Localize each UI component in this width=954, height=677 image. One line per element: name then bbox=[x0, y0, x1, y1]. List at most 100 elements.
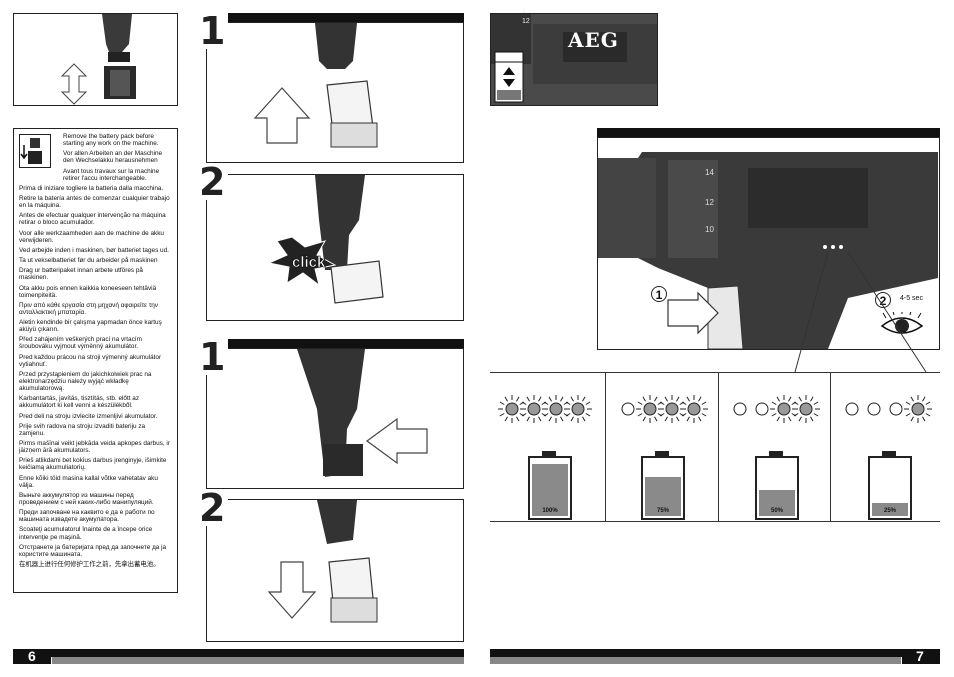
page-number-right: 7 bbox=[916, 648, 924, 664]
step-panel-1a bbox=[206, 22, 464, 163]
warning-text: Před zahájením veškerých prací na vrtací… bbox=[19, 336, 142, 351]
step-panel-2b bbox=[206, 499, 464, 642]
led-off bbox=[845, 402, 859, 416]
led-lit bbox=[527, 402, 541, 416]
led-ray bbox=[659, 413, 665, 417]
drill-header-bar bbox=[597, 128, 940, 137]
warning-list: Prima di iniziare togliere la batteria d… bbox=[19, 185, 172, 568]
led-ray bbox=[560, 396, 564, 402]
led-ray bbox=[560, 416, 564, 422]
charge-level-panel bbox=[490, 372, 940, 522]
warning-text: Pred deli na stroju izvlecite izmenljivi… bbox=[19, 412, 158, 420]
led-lit bbox=[911, 402, 925, 416]
led-ray bbox=[910, 416, 914, 422]
led-ray bbox=[793, 413, 799, 417]
led-ray bbox=[681, 413, 687, 417]
led-ray bbox=[810, 396, 814, 402]
warning-text: Pred každou prácou na stroji výmenný aku… bbox=[19, 353, 162, 368]
warning-text: Karbantartás, javítás, tisztítás, stb. e… bbox=[19, 395, 140, 410]
led-ray bbox=[570, 416, 574, 422]
battery-fill bbox=[759, 490, 795, 516]
footer-bar-left bbox=[13, 649, 464, 657]
pull-battery-illustration bbox=[267, 500, 378, 623]
warning-text: Drag ur batteripaket innan arbete utföre… bbox=[19, 267, 143, 282]
led-ray bbox=[922, 416, 926, 422]
warning-text: Преди започване на каквито е да е работи… bbox=[19, 509, 155, 524]
warning-text: Отстранете ја батеријата пред да започне… bbox=[19, 543, 167, 558]
warning-text: Ta ut vekselbatteriet før du arbeider på… bbox=[19, 257, 158, 265]
battery-fill bbox=[872, 503, 908, 516]
warning-text: Aletin kendinde bir çalışma yapmadan önc… bbox=[19, 319, 162, 334]
led-ray bbox=[664, 416, 668, 422]
led-lit bbox=[777, 402, 791, 416]
battery-level-label: 100% bbox=[542, 508, 558, 514]
led-ray bbox=[543, 413, 549, 417]
divider bbox=[605, 372, 606, 522]
warning-text: Antes de efectuar qualquer intervenção n… bbox=[19, 212, 166, 227]
led-lit bbox=[549, 402, 563, 416]
footer-gray-right bbox=[490, 657, 901, 664]
led-lit bbox=[643, 402, 657, 416]
led-ray bbox=[925, 401, 931, 405]
led-ray bbox=[905, 401, 911, 405]
step-number-2a: 2 bbox=[196, 163, 229, 201]
led-ray bbox=[810, 416, 814, 422]
warning-text: Retire la batería antes de comenzar cual… bbox=[19, 195, 170, 210]
led-lit bbox=[799, 402, 813, 416]
aeg-logo: AEG bbox=[568, 28, 619, 52]
battery-level-label: 75% bbox=[656, 508, 669, 514]
led-ray bbox=[582, 396, 586, 402]
step-number-1b: 1 bbox=[196, 338, 229, 376]
led-ray bbox=[686, 416, 690, 422]
remove-battery-illustration bbox=[253, 23, 378, 148]
led-ray bbox=[504, 396, 508, 402]
led-ray bbox=[798, 396, 802, 402]
warning-text: Prima di iniziare togliere la batteria d… bbox=[19, 184, 164, 192]
led-ray bbox=[771, 401, 777, 405]
dial-number: 1 bbox=[522, 8, 526, 15]
led-ray bbox=[543, 401, 549, 405]
led-ray bbox=[788, 416, 792, 422]
led-ray bbox=[585, 413, 591, 417]
warning-text-en: Remove the battery pack before starting … bbox=[63, 133, 159, 148]
led-lit bbox=[571, 402, 585, 416]
battery-icon-25: 25% bbox=[868, 451, 912, 520]
led-ray bbox=[504, 416, 508, 422]
led-ray bbox=[922, 396, 926, 402]
battery-icon-100: 100% bbox=[528, 451, 572, 520]
led-ray bbox=[905, 413, 911, 417]
step-number-2b: 2 bbox=[196, 489, 229, 527]
led-off bbox=[733, 402, 747, 416]
led-lit bbox=[505, 402, 519, 416]
led-off bbox=[755, 402, 769, 416]
led-ray bbox=[521, 413, 527, 417]
led-lit bbox=[665, 402, 679, 416]
led-ray bbox=[585, 401, 591, 405]
led-ray bbox=[813, 401, 819, 405]
led-ray bbox=[681, 401, 687, 405]
battery-cap bbox=[769, 451, 783, 456]
release-button-illustration bbox=[297, 349, 428, 477]
warning-pictogram-icon bbox=[19, 134, 51, 168]
footer-number-box-left bbox=[13, 649, 51, 664]
battery-fill bbox=[532, 464, 568, 516]
drill-top-image bbox=[490, 13, 658, 106]
led-ray bbox=[565, 413, 571, 417]
warning-text: 在机器上进行任何修护工作之前，先拿出蓄电池。 bbox=[19, 561, 160, 569]
led-ray bbox=[686, 396, 690, 402]
led-lit bbox=[687, 402, 701, 416]
warning-text-fr: Avant tous travaux sur la machine retire… bbox=[63, 167, 160, 182]
click-label: click bbox=[292, 254, 326, 272]
led-ray bbox=[813, 413, 819, 417]
led-ray bbox=[521, 401, 527, 405]
battery-fill bbox=[645, 477, 681, 516]
warning-text: Prije svih radova na stroju izvaditi bat… bbox=[19, 422, 146, 437]
led-ray bbox=[701, 413, 707, 417]
led-ray bbox=[642, 416, 646, 422]
led-ray bbox=[698, 396, 702, 402]
led-ray bbox=[676, 396, 680, 402]
led-indicator-on-drill bbox=[820, 240, 846, 252]
led-ray bbox=[516, 396, 520, 402]
callout-circle-1: 1 bbox=[651, 286, 667, 302]
